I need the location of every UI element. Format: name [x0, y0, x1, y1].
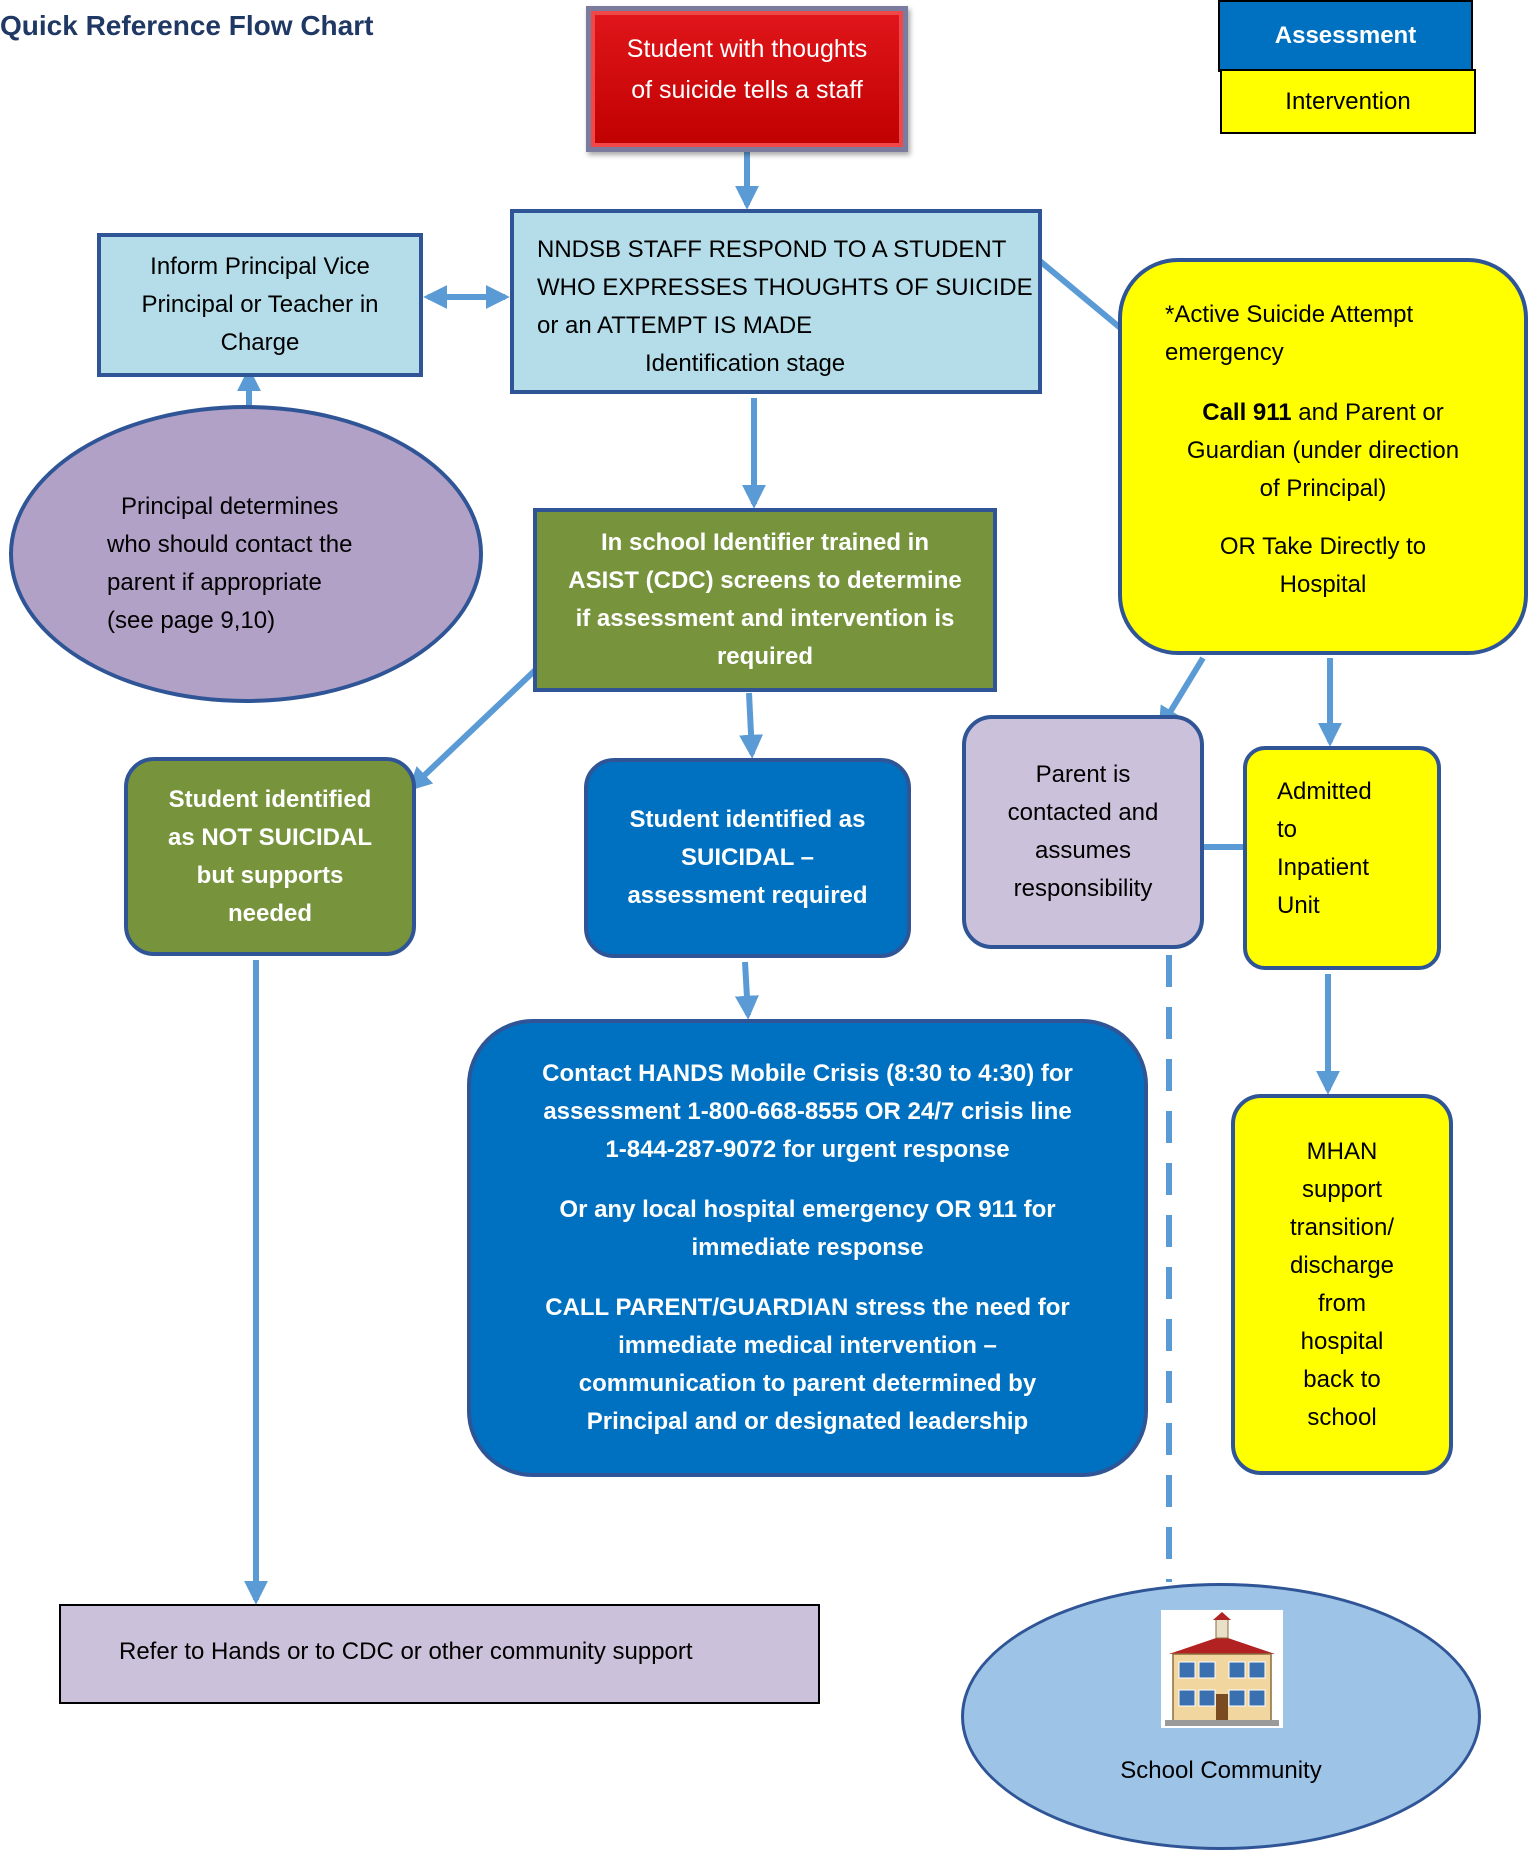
mhan-line: hospital [1300, 1327, 1384, 1355]
not-suicidal-line: as NOT SUICIDAL [167, 823, 373, 851]
contact-hands-node: Contact HANDS Mobile Crisis (8:30 to 4:3… [467, 1019, 1148, 1477]
not-suicidal-line: but supports [196, 861, 344, 889]
screen-line: ASIST (CDC) screens to determine [568, 567, 962, 594]
active-head-line: *Active Suicide Attempt [1165, 301, 1414, 328]
mhan-line: school [1307, 1403, 1377, 1431]
contact-line: Principal and or designated leadership [586, 1408, 1029, 1435]
contact-line: immediate response [691, 1234, 924, 1261]
mhan-support-node: MHAN support transition/ discharge from … [1231, 1094, 1453, 1475]
parent-line: Parent is [1035, 761, 1131, 788]
inform-principal-node: Inform Principal Vice Principal or Teach… [97, 233, 423, 377]
arrow-suicidal-to-contact [734, 961, 759, 1020]
not-suicidal-node: Student identified as NOT SUICIDAL but s… [124, 757, 416, 956]
arrow-screen-to-not-suicidal [407, 655, 551, 792]
principal-line: who should contact the [107, 531, 353, 558]
school-community-label: School Community [1120, 1757, 1322, 1784]
admitted-line: to [1277, 816, 1298, 843]
admitted-inpatient-node: Admitted to Inpatient Unit [1243, 746, 1441, 970]
parent-line: assumes [1034, 837, 1132, 864]
mhan-line: MHAN [1306, 1137, 1378, 1165]
call-911-rest: and Parent or [1291, 399, 1444, 426]
principal-line: (see page 9,10) [107, 607, 276, 634]
suicidal-line: assessment required [627, 882, 868, 909]
start-line: Student with thoughts [626, 35, 868, 63]
suicidal-line: SUICIDAL – [681, 844, 814, 871]
hospital-line: OR Take Directly to [1219, 533, 1427, 560]
parent-line: responsibility [1013, 875, 1153, 902]
contact-line: Contact HANDS Mobile Crisis (8:30 to 4:3… [542, 1060, 1073, 1087]
admitted-line: Admitted [1277, 778, 1372, 805]
admitted-line: Unit [1277, 892, 1320, 919]
inform-line: Inform Principal Vice [150, 253, 370, 280]
page-title: Quick Reference Flow Chart [0, 10, 374, 41]
contact-line: 1-844-287-9072 for urgent response [605, 1136, 1010, 1163]
contact-paragraph-hands: Contact HANDS Mobile Crisis (8:30 to 4:3… [542, 1055, 1073, 1169]
call-line: Guardian (under direction [1186, 437, 1460, 464]
active-head-line: emergency [1165, 339, 1284, 366]
not-suicidal-line: Student identified [168, 785, 372, 813]
admitted-line: Inpatient [1277, 854, 1370, 881]
screen-line: if assessment and intervention is [575, 605, 955, 632]
mhan-line: transition/ [1289, 1213, 1395, 1241]
mhan-line: discharge [1289, 1251, 1395, 1279]
start-line: of suicide tells a staff [631, 76, 863, 104]
suicidal-node: Student identified as SUICIDAL – assessm… [584, 758, 911, 958]
inform-line: Principal or Teacher in [141, 291, 379, 318]
contact-line: CALL PARENT/GUARDIAN stress the need for [545, 1294, 1070, 1321]
principal-determines-node: Principal determines who should contact … [9, 405, 483, 703]
contact-line: Or any local hospital emergency OR 911 f… [559, 1196, 1056, 1223]
contact-line: communication to parent determined by [578, 1370, 1037, 1397]
legend-assessment: Assessment [1218, 0, 1473, 72]
refer-community-node: Refer to Hands or to CDC or other commun… [59, 1604, 820, 1704]
identification-stage-label: Identification stage [645, 350, 846, 377]
screen-line: In school Identifier trained in [600, 529, 929, 556]
parent-line: contacted and [1007, 799, 1159, 826]
mhan-line: from [1318, 1289, 1366, 1317]
call-911-line: Call 911 and Parent or [1122, 394, 1524, 432]
principal-line: parent if appropriate [107, 569, 322, 596]
staff-line: or an ATTEMPT IS MADE [537, 312, 813, 339]
suicidal-line: Student identified as [629, 806, 866, 833]
staff-line: NNDSB STAFF RESPOND TO A STUDENT [537, 236, 1007, 263]
screen-line: required [716, 643, 813, 670]
contact-paragraph-parent: CALL PARENT/GUARDIAN stress the need for… [545, 1289, 1070, 1441]
call-line: of Principal) [1259, 475, 1387, 502]
hospital-line: Hospital [1279, 571, 1367, 598]
not-suicidal-line: needed [227, 899, 313, 927]
mhan-line: back to [1303, 1365, 1381, 1393]
inform-line: Charge [220, 329, 300, 356]
arrow-screen-to-suicidal [739, 692, 764, 759]
staff-line: WHO EXPRESSES THOUGHTS OF SUICIDE [537, 274, 1033, 301]
principal-line: Principal determines [121, 493, 339, 520]
call-911-bold: Call 911 [1202, 399, 1292, 426]
mhan-line: support [1301, 1175, 1383, 1203]
start-node: Student with thoughts of suicide tells a… [586, 6, 908, 152]
active-attempt-node: *Active Suicide Attempt emergency Call 9… [1118, 258, 1528, 655]
contact-line: immediate medical intervention – [618, 1332, 997, 1359]
contact-line: assessment 1-800-668-8555 OR 24/7 crisis… [543, 1098, 1072, 1125]
screening-node: In school Identifier trained in ASIST (C… [533, 508, 997, 692]
school-building-icon [1161, 1610, 1283, 1728]
staff-respond-node: NNDSB STAFF RESPOND TO A STUDENT WHO EXP… [510, 209, 1042, 394]
contact-paragraph-hospital: Or any local hospital emergency OR 911 f… [559, 1191, 1055, 1267]
legend-intervention: Intervention [1220, 69, 1476, 134]
parent-contacted-node: Parent is contacted and assumes responsi… [962, 715, 1204, 949]
